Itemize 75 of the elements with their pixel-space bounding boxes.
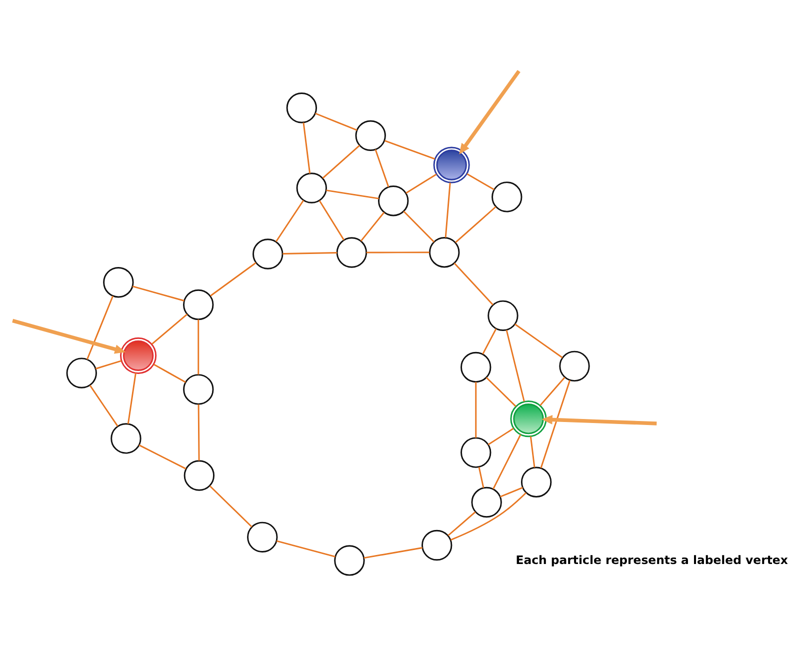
connector bbox=[530, 436, 536, 468]
connector bbox=[198, 319, 200, 375]
node-circle bbox=[247, 522, 278, 553]
connector bbox=[455, 206, 496, 243]
connector bbox=[475, 382, 477, 438]
node-circle bbox=[460, 352, 492, 383]
node-circle bbox=[110, 423, 142, 454]
node-circle bbox=[120, 337, 157, 374]
arrow bbox=[459, 70, 520, 154]
connector bbox=[488, 428, 514, 446]
node-circle bbox=[520, 466, 552, 498]
connector bbox=[276, 540, 336, 558]
connector bbox=[209, 485, 252, 528]
connector bbox=[302, 122, 311, 174]
node-circle bbox=[433, 146, 470, 184]
connector bbox=[210, 262, 256, 296]
connector bbox=[540, 380, 571, 468]
connector bbox=[540, 376, 566, 406]
node-circle bbox=[422, 530, 452, 561]
connector bbox=[86, 296, 114, 360]
connector bbox=[282, 252, 338, 254]
node-circle bbox=[184, 460, 215, 491]
node-circle bbox=[334, 545, 365, 576]
node-circle bbox=[183, 374, 214, 405]
connector bbox=[151, 314, 188, 345]
connector bbox=[444, 182, 451, 238]
connector bbox=[127, 372, 136, 424]
connector bbox=[360, 212, 385, 242]
connector bbox=[454, 262, 494, 306]
connector bbox=[364, 547, 423, 559]
node-circle bbox=[355, 120, 386, 151]
node-circle bbox=[488, 300, 518, 332]
node-circle bbox=[103, 267, 134, 298]
node-circle bbox=[286, 92, 317, 124]
connector bbox=[448, 511, 476, 536]
connector bbox=[315, 112, 358, 131]
connector bbox=[500, 486, 523, 498]
connector bbox=[276, 200, 304, 242]
node-circle bbox=[471, 486, 502, 518]
node-circle bbox=[378, 186, 409, 216]
label: Each particle represents a labeled vertex bbox=[516, 552, 788, 567]
arrow bbox=[542, 414, 657, 426]
connector bbox=[326, 190, 379, 200]
connector bbox=[89, 384, 118, 427]
node-circle bbox=[336, 237, 368, 268]
connector bbox=[514, 324, 563, 358]
connector bbox=[492, 434, 522, 490]
connector bbox=[406, 174, 437, 194]
node-circle bbox=[510, 400, 547, 438]
connector bbox=[482, 328, 497, 354]
connector bbox=[466, 173, 495, 190]
connector bbox=[198, 404, 200, 461]
connector bbox=[132, 286, 184, 302]
connector bbox=[486, 377, 516, 407]
arrow bbox=[12, 318, 126, 354]
connector bbox=[95, 360, 122, 370]
node-circle bbox=[460, 437, 492, 468]
node-circle bbox=[492, 182, 522, 212]
connector bbox=[450, 492, 527, 541]
node-circle bbox=[559, 350, 590, 382]
connector bbox=[403, 210, 435, 242]
node-circle bbox=[252, 238, 284, 270]
connector bbox=[366, 252, 430, 254]
connector bbox=[374, 149, 390, 188]
node-circle bbox=[429, 237, 460, 268]
connector bbox=[384, 140, 436, 160]
connector bbox=[318, 200, 345, 240]
node-circle bbox=[66, 358, 97, 388]
node-circle bbox=[296, 172, 327, 204]
connector bbox=[478, 466, 484, 488]
connector bbox=[153, 364, 186, 383]
connector bbox=[322, 144, 360, 179]
connector bbox=[506, 330, 525, 402]
node-circle bbox=[183, 289, 214, 320]
connector bbox=[138, 444, 186, 470]
